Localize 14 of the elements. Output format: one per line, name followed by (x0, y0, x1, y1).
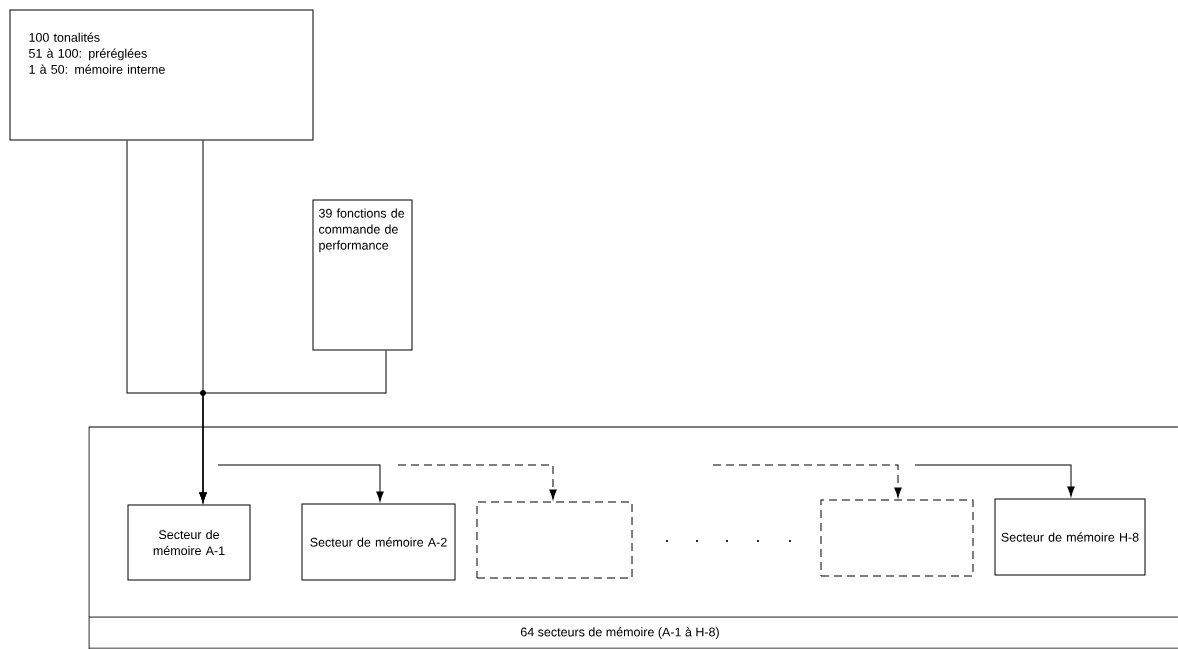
arrow (397, 464, 557, 500)
container-box (88, 426, 1178, 649)
arrow (712, 464, 902, 498)
arrow (914, 464, 1075, 497)
sector-box: Secteur de mémoire A-1 (127, 504, 251, 581)
arrow (217, 464, 384, 502)
sector-box: Secteur de mémoire H-8 (994, 498, 1146, 576)
sector-box: Secteur de mémoire A-2 (301, 503, 456, 581)
function-box: 39 fonctions de commande de performance (312, 199, 413, 351)
tone-box: 100 tonalités 51 à 100: préréglées 1 à 50: mémoire interne (9, 9, 314, 141)
placeholder-box (820, 499, 974, 577)
sector-count-label: 64 secteurs de mémoire (A-1 à H-8) (520, 627, 719, 639)
arrow (199, 350, 387, 503)
placeholder-box (476, 501, 633, 579)
